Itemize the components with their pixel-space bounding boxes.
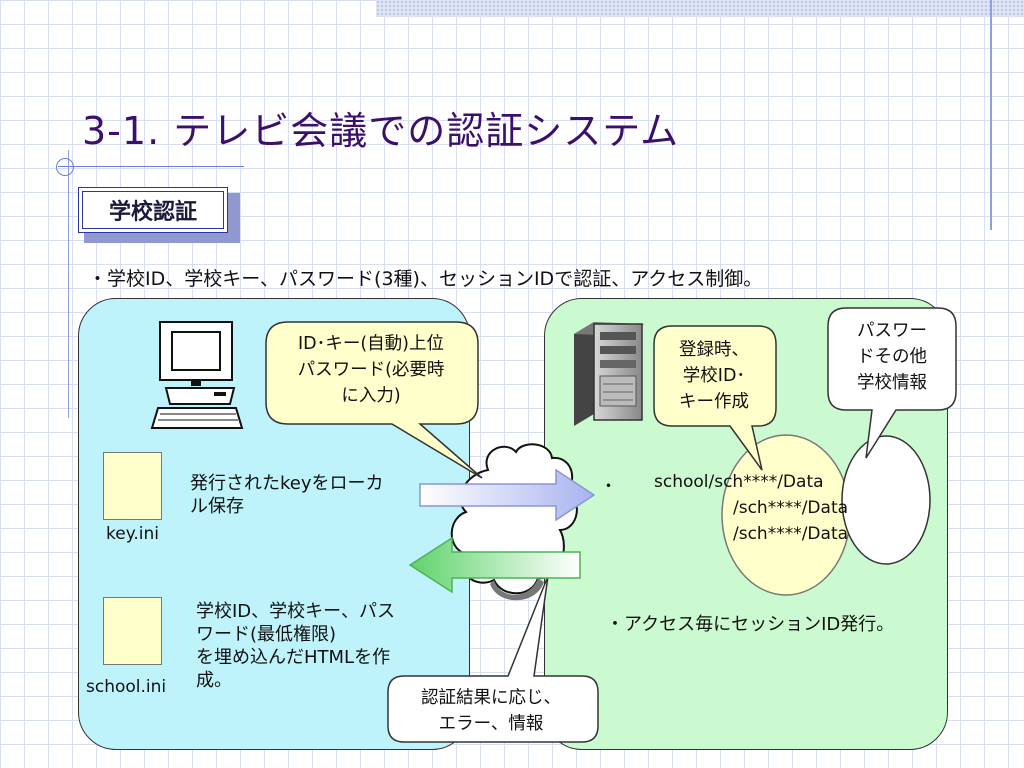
data-path-line: school/sch****/Data <box>654 472 824 492</box>
key-storage-line: ル保存 <box>190 496 244 517</box>
session-id-text: ・アクセス毎にセッションID発行。 <box>606 614 895 635</box>
callout-result-text: 認証結果に応じ、 エラー、情報 <box>386 685 596 737</box>
decorative-vertical-line <box>990 0 992 230</box>
callout-line: ドその他 <box>857 347 927 367</box>
school-html-line: 成。 <box>196 670 232 691</box>
path-bullet: ・ <box>600 477 617 497</box>
title-underline-circle <box>56 158 74 176</box>
callout-line: 登録時、 <box>679 340 749 360</box>
school-html-line: を埋め込んだHTMLを作 <box>196 647 391 668</box>
school-html-line: ワード(最低権限) <box>196 624 337 645</box>
callout-line: パスワード(必要時 <box>297 360 445 380</box>
data-path-line: /sch****/Data <box>733 524 849 544</box>
callout-line: パスワー <box>857 321 927 341</box>
callout-line: ID･キー(自動)上位 <box>297 334 445 354</box>
callout-line: 学校ID･ <box>682 366 746 386</box>
callout-password-text: パスワー ドその他 学校情報 <box>828 318 956 396</box>
section-badge: 学校認証 <box>78 187 228 233</box>
summary-bullet: ・学校ID、学校キー、パスワード(3種)、セッションIDで認証、アクセス制御。 <box>88 268 763 290</box>
slide-title: 3-1. テレビ会議での認証システム <box>82 109 680 153</box>
callout-line: 学校情報 <box>857 373 927 393</box>
corner-decoration <box>376 0 1024 17</box>
data-path-line: /sch****/Data <box>733 498 849 518</box>
school-file-icon <box>103 597 162 665</box>
school-html-text: 学校ID、学校キー、パス ワード(最低権限) を埋め込んだHTMLを作 成。 <box>196 600 441 692</box>
decorative-margin-line <box>68 150 69 418</box>
section-badge-inner-border <box>82 191 224 229</box>
school-file-label: school.ini <box>86 677 167 697</box>
key-storage-line: 発行されたkeyをローカ <box>190 473 384 494</box>
callout-register-text: 登録時、 学校ID･ キー作成 <box>652 337 776 415</box>
title-underline <box>58 166 244 167</box>
callout-line: キー作成 <box>679 392 749 412</box>
callout-line: に入力) <box>341 386 401 406</box>
school-html-line: 学校ID、学校キー、パス <box>196 601 395 622</box>
key-file-icon <box>103 452 162 520</box>
callout-client-text: ID･キー(自動)上位 パスワード(必要時 に入力) <box>266 331 476 409</box>
callout-line: エラー、情報 <box>438 714 544 734</box>
key-storage-text: 発行されたkeyをローカ ル保存 <box>190 472 420 518</box>
key-file-label: key.ini <box>106 524 159 544</box>
callout-line: 認証結果に応じ、 <box>421 688 561 708</box>
